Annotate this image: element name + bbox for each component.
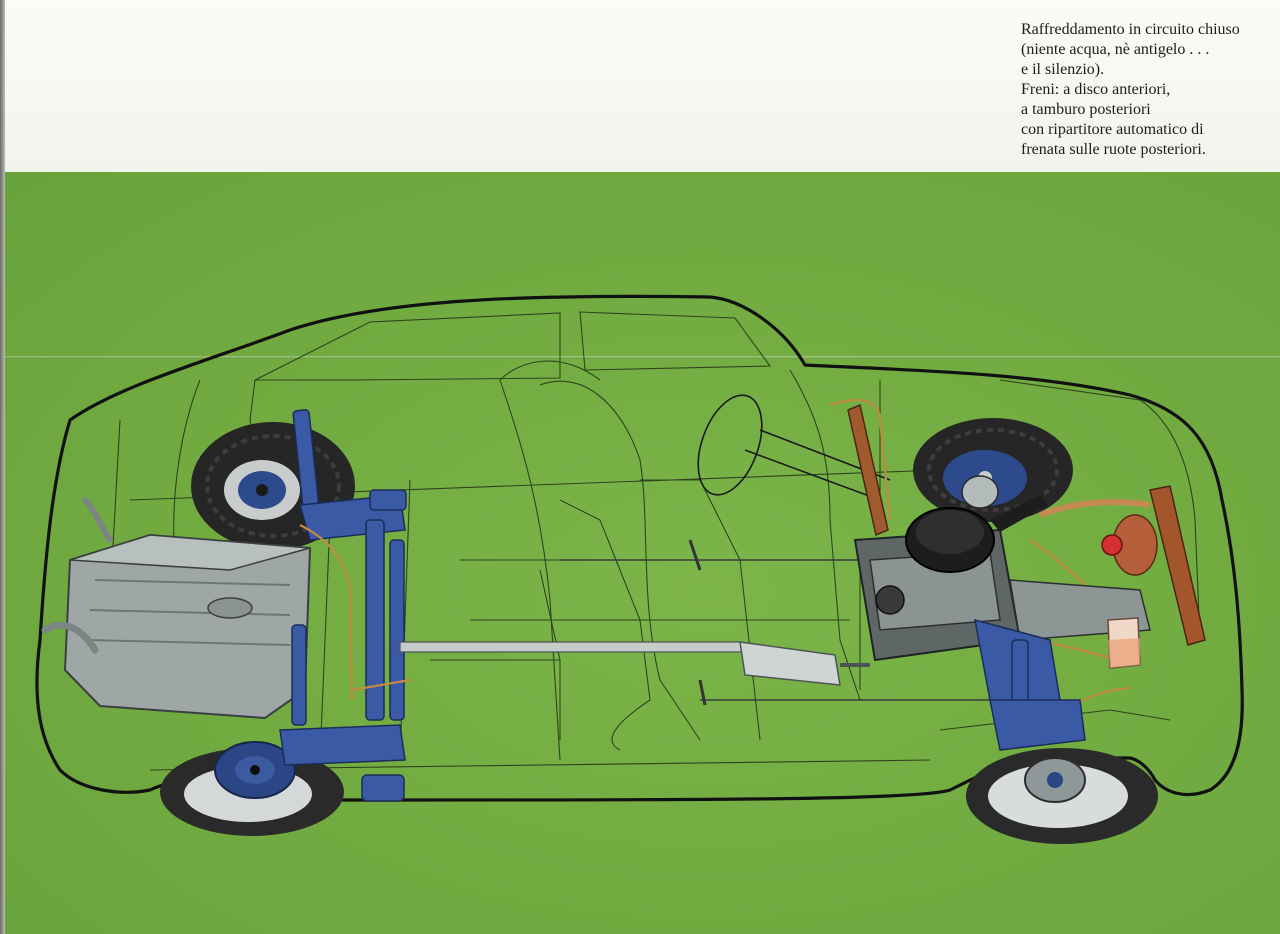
- caption-line: Raffreddamento in circuito chiuso: [1021, 21, 1240, 38]
- wheel-icon: [913, 418, 1073, 522]
- caption-line: Freni: a disco anteriori,: [1021, 81, 1171, 98]
- wheel-icon: [160, 741, 344, 836]
- white-header-strip: [0, 0, 1280, 172]
- car-outline-icon: [35, 294, 1244, 802]
- caption-line: a tamburo posteriori: [1021, 101, 1151, 118]
- page-edge-shadow: [0, 0, 5, 934]
- radiator-icon: [847, 403, 1206, 646]
- page-fold-line: [5, 356, 1280, 359]
- shock-absorber-icon: [279, 409, 407, 802]
- floor-rods: [560, 539, 1000, 706]
- front-suspension: [974, 618, 1086, 751]
- engine-icon: [853, 475, 1151, 662]
- coolant-reservoir: [1107, 617, 1141, 669]
- caption-line: con ripartitore automatico di: [1021, 121, 1204, 138]
- caption-line: (niente acqua, nè antigelo . . .: [1021, 41, 1210, 58]
- fuel-tank-icon: [41, 497, 312, 720]
- wheel-icon: [966, 748, 1158, 844]
- exhaust-muffler-icon: [399, 641, 870, 686]
- caption-line: frenata sulle ruote posteriori.: [1021, 141, 1206, 158]
- caption-line: e il silenzio).: [1021, 61, 1105, 78]
- caption-text-block: Raffreddamento in circuito chiuso (nient…: [1021, 20, 1279, 160]
